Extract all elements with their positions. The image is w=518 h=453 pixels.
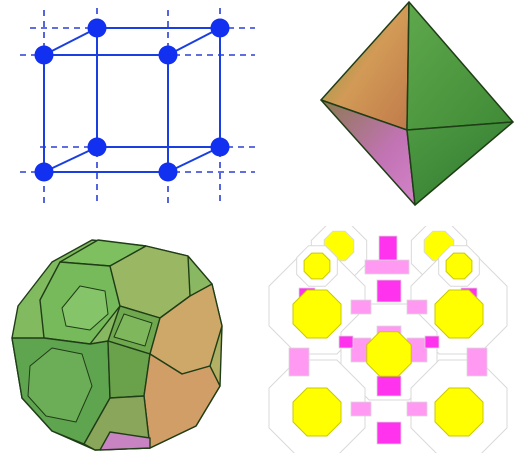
lattice-edges <box>44 28 220 172</box>
link-square <box>407 300 427 314</box>
yellow-ring-top <box>446 253 472 279</box>
framework-marks <box>269 226 507 453</box>
yellow-ring <box>367 332 411 376</box>
lattice-node <box>211 138 230 157</box>
link-square <box>289 348 309 376</box>
truncated-octahedron-panel <box>0 226 259 453</box>
yellow-ring <box>435 388 483 436</box>
link-square <box>377 280 401 302</box>
truncated-octahedron <box>12 240 222 450</box>
link-square <box>377 376 401 396</box>
link-square <box>351 402 371 416</box>
link-square <box>339 336 353 348</box>
lattice-node <box>88 138 107 157</box>
link-square <box>425 336 439 348</box>
lattice-node <box>88 19 107 38</box>
octahedron-panel <box>259 0 518 226</box>
lattice-node <box>159 163 178 182</box>
yellow-ring <box>293 290 341 338</box>
pink-square <box>365 260 409 274</box>
link-square <box>467 348 487 376</box>
lattice-node <box>211 19 230 38</box>
yellow-ring <box>293 388 341 436</box>
lattice-node <box>159 46 178 65</box>
zeolite-framework-panel <box>259 226 518 453</box>
lattice-node <box>35 163 54 182</box>
octahedron <box>321 2 513 205</box>
octahedron-face <box>407 122 513 205</box>
lattice-node <box>35 46 54 65</box>
link-square <box>351 300 371 314</box>
link-square <box>407 402 427 416</box>
link-square <box>377 422 401 444</box>
yellow-ring-top <box>304 253 330 279</box>
octahedron-face <box>407 2 513 130</box>
yellow-ring <box>435 290 483 338</box>
cubic-lattice-panel <box>0 0 259 226</box>
